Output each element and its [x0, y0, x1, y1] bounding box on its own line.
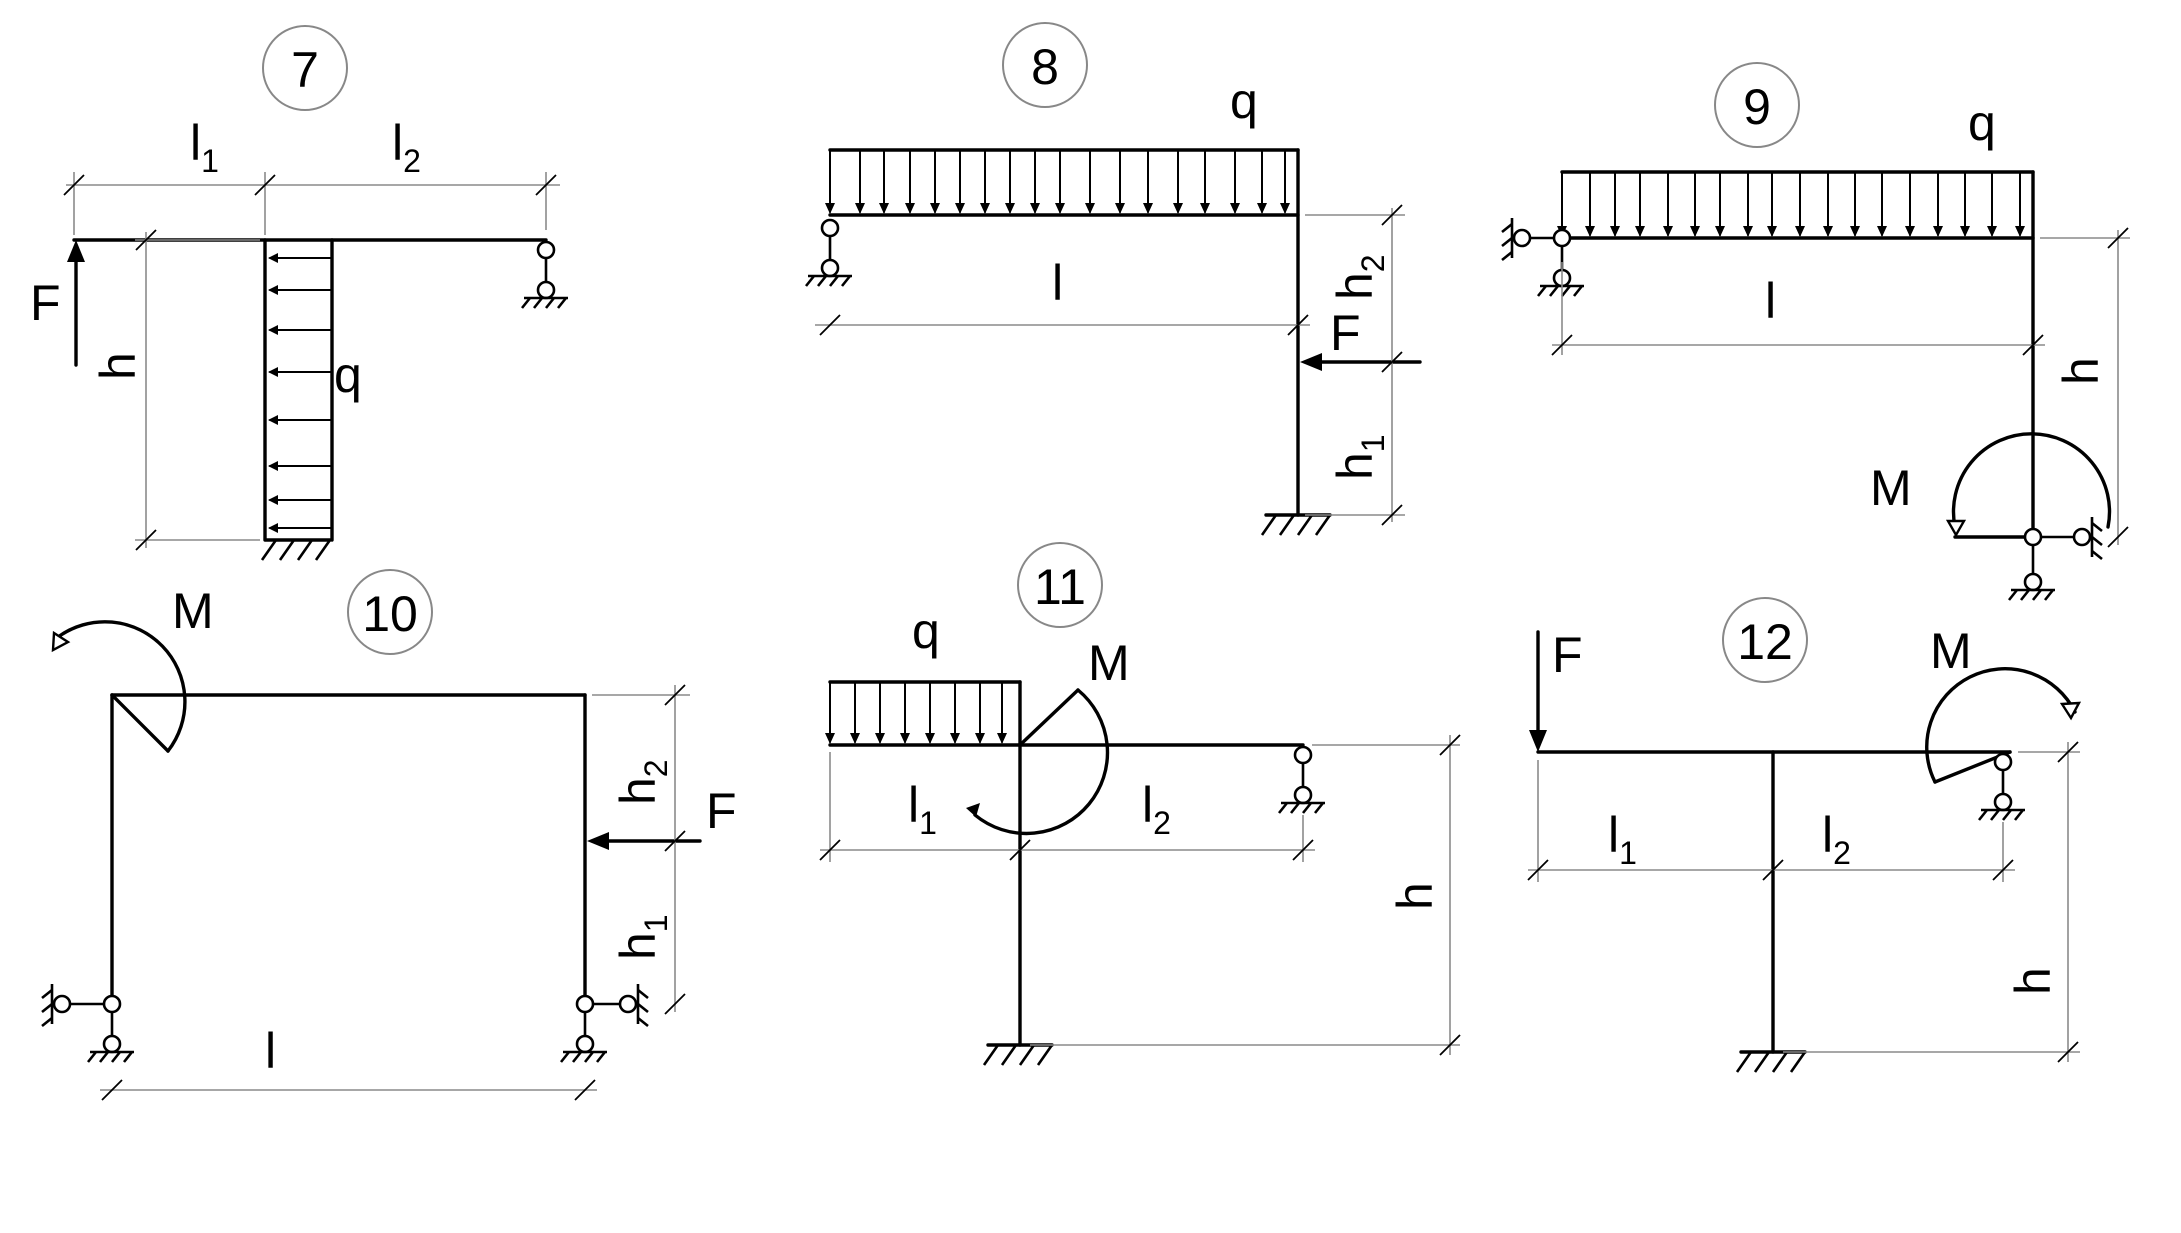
distributed-load-q [268, 253, 333, 533]
scheme-7: 7 l1 [30, 25, 570, 562]
scheme-number-badge [1002, 22, 1088, 108]
label-q: q [1968, 95, 1996, 151]
dimension-lines [100, 684, 690, 1101]
label-h: h [2053, 357, 2109, 385]
pin-support [1277, 745, 1327, 815]
scheme-number-badge [1722, 597, 1808, 683]
dimension-lines [819, 734, 1461, 1056]
label-l: l [1052, 255, 1063, 311]
label-F: F [1552, 627, 1583, 683]
scheme-number: 8 [1031, 39, 1059, 95]
label-l2: l2 [392, 115, 421, 179]
label-l: l [265, 1023, 276, 1079]
label-h2: h2 [610, 759, 674, 805]
label-q: q [334, 347, 362, 403]
label-l2: l2 [1822, 807, 1851, 871]
label-q: q [1230, 73, 1258, 129]
pin-support [520, 240, 570, 310]
distributed-load-q [825, 148, 1300, 214]
moment-M [966, 688, 1110, 836]
pin-support-right [2041, 517, 2103, 561]
fixed-support [982, 1043, 1054, 1067]
force-F [1300, 353, 1422, 371]
scheme-8: 8 [804, 22, 1422, 537]
pin-support-bottom [2007, 527, 2055, 601]
label-h1: h1 [610, 914, 674, 960]
force-F [67, 240, 85, 367]
label-F: F [706, 783, 737, 839]
left-pin-support [86, 994, 136, 1064]
scheme-number-badge [1017, 542, 1103, 628]
label-M: M [1870, 460, 1912, 516]
label-l1: l1 [1608, 807, 1637, 871]
label-q: q [912, 603, 940, 659]
scheme-number-badge [347, 569, 433, 655]
dimension-lines [1527, 741, 2080, 1063]
force-F [587, 832, 702, 850]
pin-support-horizontal-left [1501, 218, 1554, 262]
label-h: h [2005, 967, 2061, 995]
label-l: l [1765, 273, 1776, 329]
label-M: M [1088, 635, 1130, 691]
label-M: M [1930, 623, 1972, 679]
label-h2: h2 [1327, 254, 1391, 300]
left-support [41, 984, 104, 1028]
scheme-number: 7 [291, 42, 319, 98]
pin-support [1977, 752, 2027, 822]
scheme-12: 12 F M l1 l2 h [1527, 597, 2082, 1074]
scheme-11: 11 [819, 542, 1461, 1067]
label-F: F [30, 275, 61, 331]
label-h: h [1387, 882, 1443, 910]
force-F [1529, 630, 1547, 752]
label-h: h [90, 352, 146, 380]
scheme-number: 10 [362, 586, 418, 642]
label-M: M [172, 583, 214, 639]
label-l2: l2 [1142, 777, 1171, 841]
distributed-load-q [825, 680, 1022, 747]
scheme-number: 12 [1737, 614, 1793, 670]
moment-M [51, 620, 187, 753]
scheme-number-badge [1714, 62, 1800, 148]
fixed-support [260, 538, 332, 562]
scheme-number-badge [262, 25, 348, 111]
scheme-10: 10 [41, 569, 737, 1101]
moment-M [1945, 432, 2112, 539]
dimension-lines [815, 204, 1405, 526]
fixed-support [1735, 1050, 1807, 1074]
pin-support [804, 218, 854, 288]
scheme-number: 9 [1743, 79, 1771, 135]
right-pin-support [559, 994, 609, 1064]
label-h1: h1 [1327, 434, 1391, 480]
scheme-9: 9 [1501, 62, 2130, 601]
label-F: F [1330, 305, 1361, 361]
right-support [593, 984, 649, 1028]
fixed-support [1260, 513, 1332, 537]
dimension-lines [63, 172, 560, 551]
distributed-load-q [1557, 170, 2035, 237]
dimension-lines [1551, 227, 2130, 548]
label-l1: l1 [190, 115, 219, 179]
pin-support-vertical [1536, 228, 1586, 298]
scheme-number: 11 [1034, 559, 1086, 615]
label-l1: l1 [908, 777, 937, 841]
